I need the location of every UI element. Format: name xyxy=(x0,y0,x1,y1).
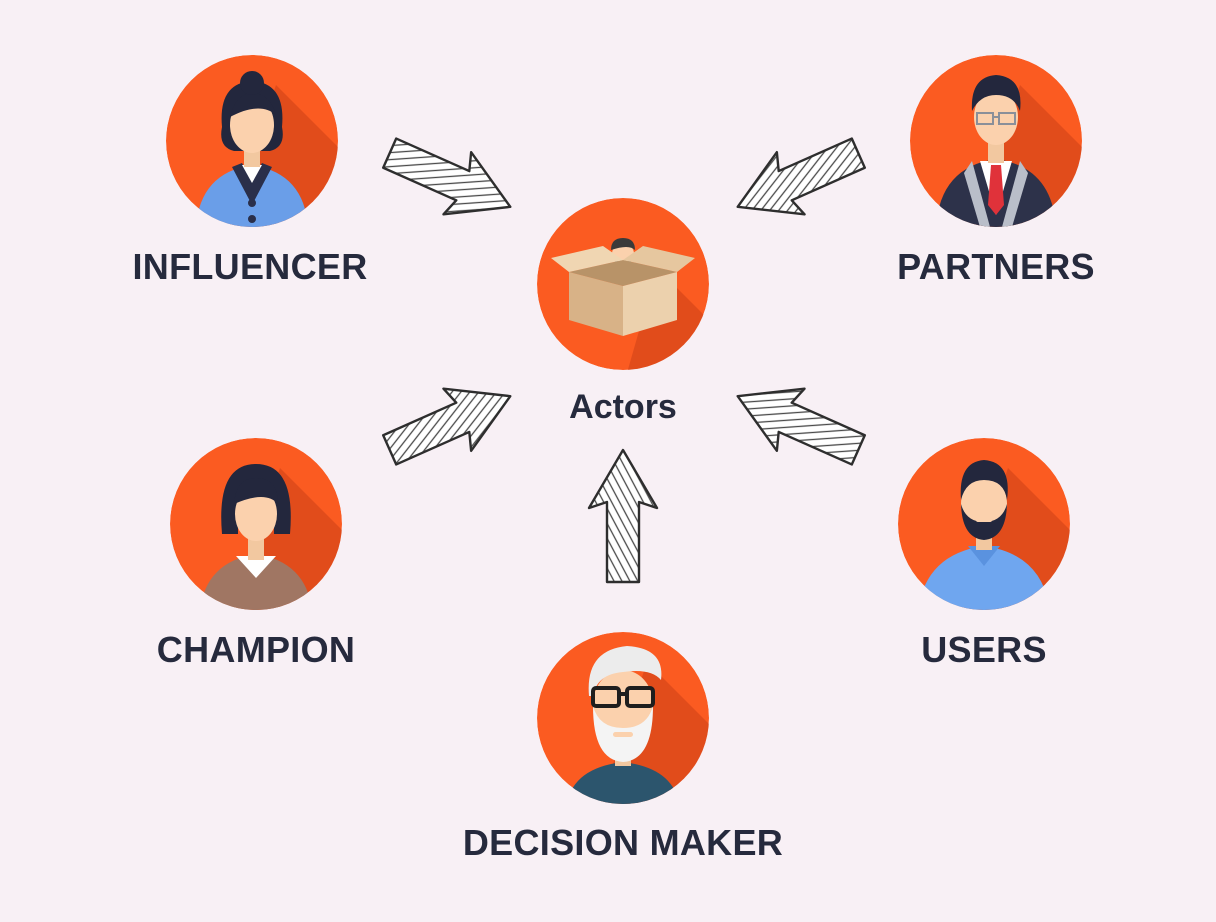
arrow-from-decision-maker xyxy=(553,478,693,554)
actor-label: CHAMPION xyxy=(156,629,356,670)
arrow-from-partners xyxy=(728,142,868,218)
woman-blue-blazer-icon xyxy=(166,55,338,227)
arrow-from-champion xyxy=(380,385,520,461)
arrow-from-users xyxy=(728,385,868,461)
actor-label: DECISION MAKER xyxy=(462,822,784,863)
actor-label: PARTNERS xyxy=(897,246,1095,287)
arrow-from-influencer xyxy=(380,142,520,218)
actor-label: USERS xyxy=(921,629,1047,670)
center-label: Actors xyxy=(569,388,677,426)
bearded-man-blue-shirt-icon xyxy=(898,438,1070,610)
old-man-glasses-beard-icon xyxy=(537,632,709,804)
woman-brown-top-icon xyxy=(170,438,342,610)
actor-label: INFLUENCER xyxy=(132,246,368,287)
man-suit-glasses-icon xyxy=(910,55,1082,227)
box-with-person-icon xyxy=(537,198,709,370)
